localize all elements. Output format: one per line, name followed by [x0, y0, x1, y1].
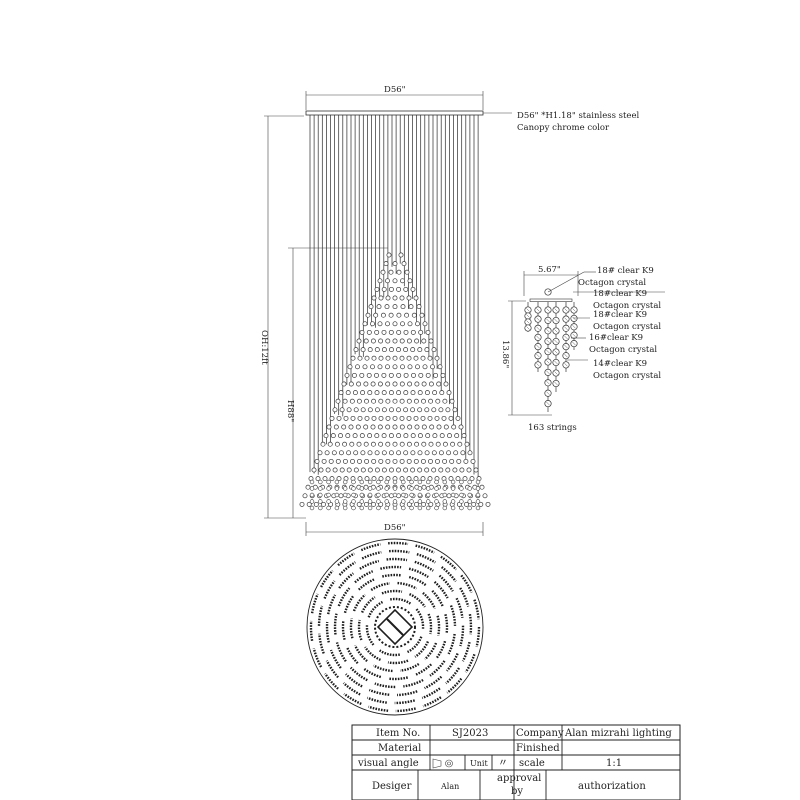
- callout-4-line1: 16#clear K9: [589, 333, 643, 343]
- authorization-label: authorization: [578, 781, 646, 792]
- visual-angle-label: visual angle: [357, 758, 419, 769]
- item-no-label: Item No.: [376, 728, 420, 739]
- callout-3: 18#clear K9 Octagon crystal: [573, 310, 661, 332]
- unit-label: Unit: [470, 759, 488, 768]
- designer-label: Desiger: [372, 781, 412, 792]
- hanging-strings: [309, 115, 479, 498]
- canopy-note-line1: D56" *H1.18" stainless steel: [517, 111, 639, 121]
- callout-1: 18# clear K9 Octagon crystal: [547, 266, 654, 293]
- item-no-value: SJ2023: [452, 728, 488, 739]
- title-block: Item No. SJ2023 Company Alan mizrahi lig…: [351, 724, 681, 800]
- callout-4-line2: Octagon crystal: [589, 345, 657, 355]
- designer-value: Alan: [440, 782, 459, 791]
- callout-1-line1: 18# clear K9: [597, 266, 654, 276]
- material-label: Material: [378, 743, 421, 754]
- callout-2: 18#clear K9 Octagon crystal: [573, 289, 665, 311]
- callout-1-line2: Octagon crystal: [578, 278, 646, 288]
- canopy-note-line2: Canopy chrome color: [517, 123, 610, 133]
- detail-width-label: 5.67": [538, 265, 561, 275]
- detail-strands: [524, 288, 578, 412]
- crystal-string-detail: 5.67" 13.86" 163 strings 18# clear K9 Oc…: [500, 265, 665, 433]
- detail-height-label: 13.86": [500, 340, 510, 368]
- projection-symbol-icon: [432, 758, 453, 769]
- callout-5-line2: Octagon crystal: [593, 371, 661, 381]
- callout-2-line2: Octagon crystal: [593, 301, 661, 311]
- height-dimensions: OH:12ft H88" D56": [259, 115, 484, 536]
- scale-label: scale: [519, 758, 545, 769]
- unit-value: 〃: [498, 758, 508, 769]
- scale-value: 1:1: [606, 758, 622, 769]
- bottom-width-label: D56": [384, 523, 406, 533]
- body-height-label: H88": [285, 400, 295, 422]
- plan-view: [306, 538, 484, 716]
- company-value: Alan mizrahi lighting: [564, 728, 672, 739]
- canopy: D56" D56" *H1.18" stainless steel Canopy…: [305, 85, 639, 133]
- callout-3-line1: 18#clear K9: [593, 310, 647, 320]
- strings-count-label: 163 strings: [528, 423, 577, 433]
- approval-line1: approval: [497, 773, 541, 784]
- finished-label: Finished: [516, 743, 560, 754]
- callout-2-line1: 18#clear K9: [593, 289, 647, 299]
- callout-3-line2: Octagon crystal: [593, 322, 661, 332]
- crystal-cone: [299, 252, 491, 511]
- overall-height-label: OH:12ft: [259, 330, 269, 365]
- company-label: Company: [516, 728, 564, 739]
- callout-5: 14#clear K9 Octagon crystal: [567, 359, 661, 381]
- canopy-width-label: D56": [384, 85, 406, 95]
- callout-4: 16#clear K9 Octagon crystal: [571, 333, 657, 355]
- callout-5-line1: 14#clear K9: [593, 359, 647, 369]
- approval-line2: by: [511, 786, 523, 797]
